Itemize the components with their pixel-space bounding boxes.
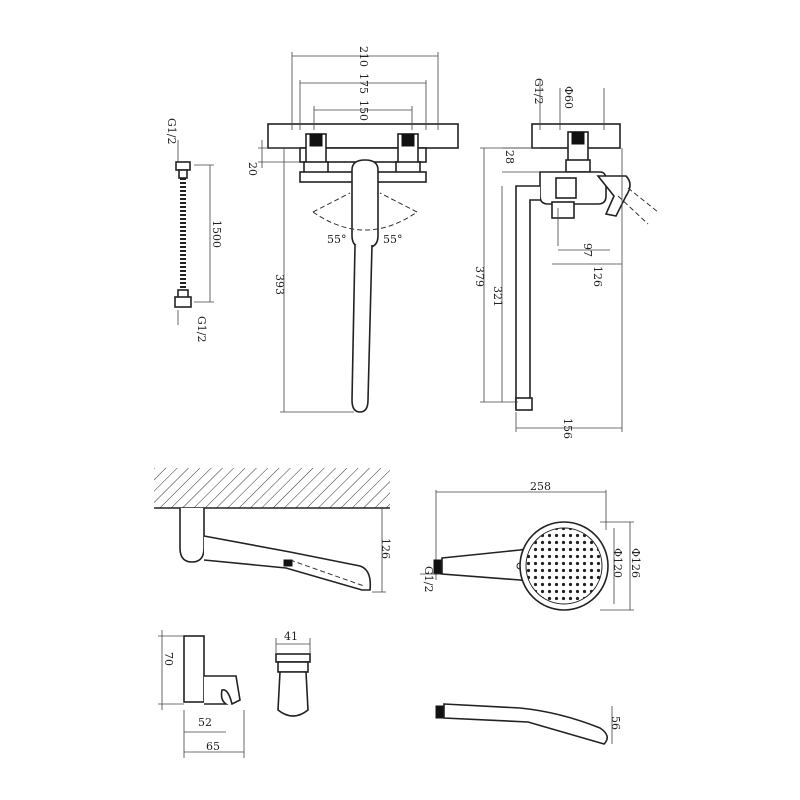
holder-dim-70: 70 — [162, 652, 175, 666]
side-view: G1/2 Φ60 28 97 126 379 321 156 — [473, 78, 659, 439]
dim-379: 379 — [473, 266, 486, 287]
front-spout — [351, 244, 373, 413]
dim-156: 156 — [561, 418, 574, 439]
front-view: 55° 55° 210 175 150 20 393 — [246, 46, 459, 413]
spout-top-view: 126 — [154, 468, 392, 593]
spout-base — [179, 508, 205, 563]
handle-dim-56: 56 — [609, 716, 622, 730]
dim-20: 20 — [246, 162, 259, 176]
dim-175: 175 — [357, 73, 370, 94]
shower-dim-258: 258 — [530, 480, 551, 493]
dim-28: 28 — [503, 150, 516, 164]
shower-dim-phi120: Φ120 — [611, 548, 624, 578]
holder-dim-52: 52 — [198, 716, 212, 729]
shower-head-nozzles — [525, 527, 603, 605]
dim-150: 150 — [357, 100, 370, 121]
spout-dim-126: 126 — [379, 538, 392, 559]
shower-dim-phi126: Φ126 — [629, 548, 642, 578]
holder-base — [183, 635, 205, 703]
dim-126-side: 126 — [591, 266, 604, 287]
shower-side-view: 56 — [435, 703, 622, 745]
holder-front — [277, 671, 309, 717]
angle-right-label: 55° — [383, 233, 403, 246]
shower-side-profile — [443, 703, 608, 745]
hose-length: 1500 — [210, 220, 223, 248]
dim-97: 97 — [581, 243, 594, 257]
spout-wall — [154, 468, 390, 508]
hand-shower: 258 G1/2 Φ120 Φ126 — [420, 480, 642, 611]
holder-dim-65: 65 — [206, 740, 220, 753]
dim-393: 393 — [273, 274, 286, 295]
holder-hook — [204, 675, 241, 706]
front-handle-body — [351, 159, 379, 249]
front-wall-section — [267, 123, 459, 149]
angle-left-label: 55° — [327, 233, 347, 246]
wall-holder: 70 52 65 41 — [158, 630, 311, 758]
hose-g12-top: G1/2 — [165, 118, 178, 145]
dim-phi60: Φ60 — [562, 86, 575, 109]
dim-321: 321 — [491, 286, 504, 307]
holder-dim-41: 41 — [284, 630, 298, 643]
shower-g12: G1/2 — [422, 566, 435, 593]
side-g12-label: G1/2 — [532, 78, 545, 105]
rotation-arc — [312, 211, 418, 231]
shower-hose: G1/2 1500 G1/2 — [165, 118, 223, 343]
side-spout — [515, 185, 540, 409]
dim-210: 210 — [357, 46, 370, 67]
hose-g12-bottom: G1/2 — [195, 316, 208, 343]
